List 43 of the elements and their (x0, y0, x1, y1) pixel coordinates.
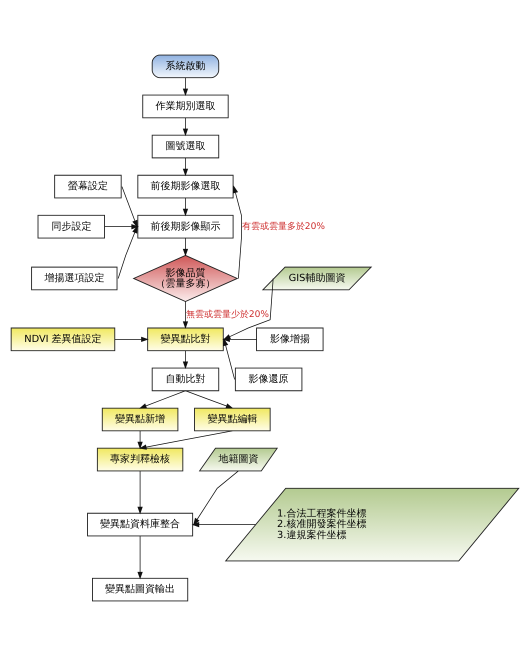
arrow (182, 117, 188, 136)
edge-label: 有雲或雲量多於20% (242, 222, 325, 232)
node-box: 變異點新增 (102, 407, 178, 431)
arrow (182, 300, 188, 328)
node-box: 影像增揚 (256, 327, 324, 351)
arrow (193, 470, 239, 526)
arrow (139, 390, 186, 408)
arrow (137, 470, 143, 514)
arrow (182, 197, 188, 216)
node-box: 變異點圖資輸出 (92, 577, 188, 601)
node-box: 螢幕設定 (54, 174, 122, 198)
node-box: 影像還原 (234, 367, 302, 391)
node-box: 自動比對 (152, 367, 220, 391)
edge-label: 無雲或雲量少於20% (186, 310, 270, 320)
node-box: 前後期影像顯示 (137, 214, 234, 238)
arrow (182, 237, 188, 256)
node-box: 同步設定 (38, 214, 105, 238)
arrow (114, 336, 149, 342)
arrow (232, 184, 242, 278)
arrow (118, 225, 138, 278)
arrow (104, 224, 139, 229)
node-box: NDVI 差異值設定 (10, 327, 116, 351)
arrow (222, 336, 257, 342)
node-box: 作業期別選取 (142, 94, 229, 118)
node-box: 前後期影像選取 (137, 174, 234, 198)
node-box: 增揚選項設定 (31, 266, 118, 290)
node-box: 變異點編輯 (194, 407, 271, 431)
arrow (137, 430, 143, 449)
arrow (122, 186, 138, 228)
arrow (138, 430, 233, 450)
node-box: 專家判釋檢核 (96, 447, 184, 471)
node-box: 圖號選取 (152, 134, 220, 158)
arrow (192, 521, 256, 527)
arrow (182, 157, 188, 176)
node-diamond: 影像品質 （雲量多寡） (132, 254, 238, 302)
node-box: 變異點資料庫整合 (87, 512, 194, 536)
arrow (137, 535, 143, 579)
arrow (223, 338, 235, 380)
node-box: 系統啟動 (152, 54, 220, 78)
node-box: 變異點比對 (147, 327, 224, 351)
arrow (185, 390, 234, 408)
arrow (182, 350, 188, 369)
arrow (182, 77, 188, 96)
